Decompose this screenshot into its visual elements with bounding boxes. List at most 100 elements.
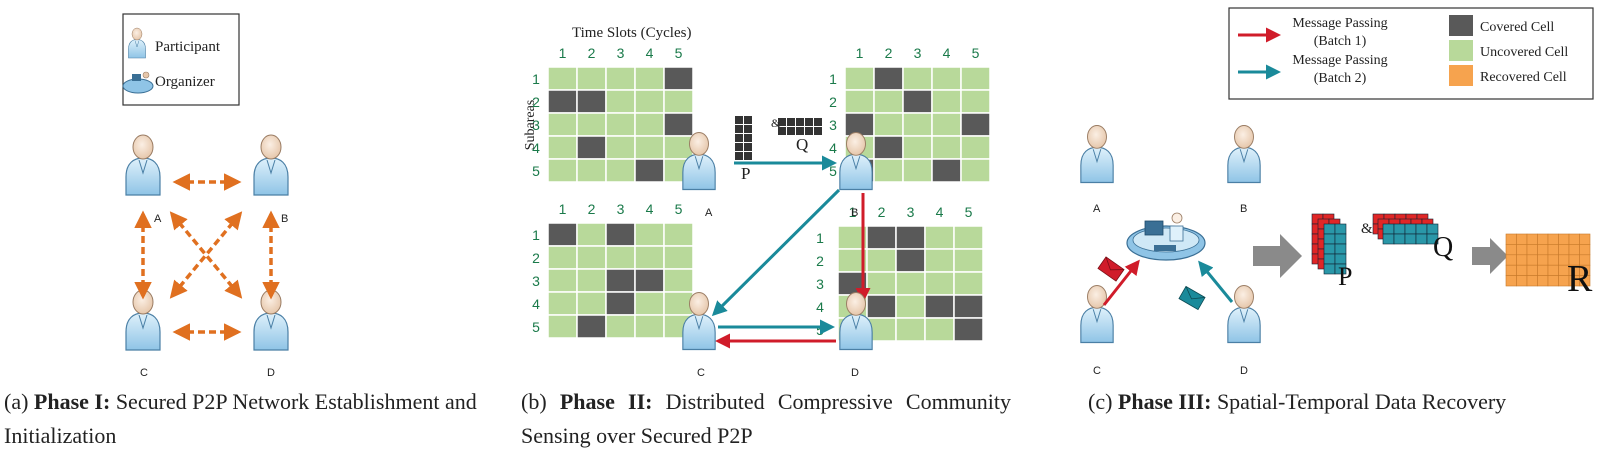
covered-cell	[931, 158, 962, 183]
matrix-p-cell	[735, 125, 743, 133]
phase1-node-c-label: C	[140, 367, 148, 379]
uncovered-cell	[873, 112, 904, 137]
uncovered-cell	[547, 66, 578, 91]
uncovered-cell	[605, 135, 636, 160]
time-slot-label: 5	[675, 45, 683, 61]
phase3-flow-arrow-2	[1472, 238, 1508, 274]
uncovered-cell	[663, 245, 694, 270]
recovered-cell	[1547, 254, 1559, 266]
subarea-label: 3	[816, 276, 824, 292]
recovered-cell	[1526, 233, 1538, 245]
covered-cell	[576, 89, 607, 114]
phase3-participant-b-icon	[1227, 124, 1261, 184]
recovered-cell	[1547, 275, 1559, 287]
recovered-cell	[1526, 264, 1538, 276]
uncovered-cell	[547, 112, 578, 137]
covered-cell	[605, 268, 636, 293]
phase3-participant-a-icon	[1080, 124, 1114, 184]
uncovered-cell	[902, 66, 933, 91]
uncovered-cell	[634, 314, 665, 339]
caption-a-prefix: (a)	[4, 389, 29, 414]
subarea-label: 1	[532, 227, 540, 243]
time-slot-label: 4	[646, 201, 654, 217]
uncovered-cell	[634, 89, 665, 114]
matrix-p-cell	[735, 116, 743, 124]
subarea-label: 5	[816, 322, 824, 338]
uncovered-cell	[605, 112, 636, 137]
matrix-q-cell	[1382, 223, 1395, 235]
matrix-p-cell	[735, 152, 743, 160]
caption-a-bold: Phase I:	[33, 389, 111, 414]
matrix-q-cell	[778, 118, 786, 126]
batch2-envelope-icon	[1178, 285, 1206, 311]
recovered-cell	[1505, 244, 1517, 256]
uncovered-cell	[576, 66, 607, 91]
matrix-p-cell	[1334, 263, 1347, 275]
uncovered-cell	[873, 158, 904, 183]
recovered-cell	[1568, 244, 1580, 256]
subarea-label: 1	[816, 230, 824, 246]
matrix-p-cell	[1323, 253, 1336, 265]
matrix-r-recovered	[1505, 233, 1591, 287]
organizer-legend-icon	[122, 71, 154, 94]
matrix-p-cell	[735, 143, 743, 151]
matrix-q-cell	[778, 127, 786, 135]
time-slot-label: 1	[849, 204, 857, 220]
uncovered-cell	[960, 89, 991, 114]
time-slot-label: 3	[914, 45, 922, 61]
uncovered-cell	[960, 158, 991, 183]
phase2-node-c-label: C	[697, 367, 705, 379]
participant-b-icon	[253, 134, 289, 196]
caption-b-bold: Phase II:	[559, 389, 653, 414]
recovered-cell	[1579, 275, 1591, 287]
matrix-q-cell	[1415, 233, 1428, 245]
matrix-p-cell	[1334, 233, 1347, 245]
subarea-label: 1	[829, 71, 837, 87]
uncovered-cell	[605, 66, 636, 91]
caption-c-bold: Phase III:	[1117, 389, 1212, 414]
time-slots-label: Time Slots (Cycles)	[572, 25, 691, 41]
subarea-label: 4	[829, 140, 837, 156]
matrix-p-cell	[744, 152, 752, 160]
uncovered-cell	[547, 245, 578, 270]
covered-cell-label: Covered Cell	[1480, 20, 1554, 35]
recovered-cell	[1547, 244, 1559, 256]
phase3-flow-arrow-1	[1253, 234, 1302, 278]
uncovered-cell	[663, 135, 694, 160]
matrix-q-cell	[796, 118, 804, 126]
uncovered-cell	[902, 135, 933, 160]
covered-cell	[953, 294, 984, 319]
uncovered-cell	[895, 271, 926, 296]
phase2-q-label: Q	[796, 135, 808, 154]
uncovered-cell	[634, 66, 665, 91]
time-slot-label: 1	[559, 45, 567, 61]
caption-phase2: (b) Phase II: Distributed Compressive Co…	[521, 385, 1011, 453]
covered-cell	[960, 112, 991, 137]
covered-cell	[663, 112, 694, 137]
caption-a-text: Secured P2P Network Establishment and In…	[4, 389, 477, 448]
uncovered-cell	[866, 248, 897, 273]
caption-c-text: Spatial-Temporal Data Recovery	[1216, 389, 1507, 414]
uncovered-cell	[924, 248, 955, 273]
time-slot-label: 2	[588, 201, 596, 217]
caption-b-text: Distributed Compressive Community Sensin…	[521, 389, 1012, 448]
covered-cell	[844, 112, 875, 137]
uncovered-cell	[576, 222, 607, 247]
recovered-cell	[1579, 244, 1591, 256]
covered-cell	[634, 268, 665, 293]
time-slot-label: 2	[878, 204, 886, 220]
time-slot-label: 3	[907, 204, 915, 220]
caption-b-prefix: (b)	[521, 389, 547, 414]
recovered-cell	[1547, 233, 1559, 245]
matrix-q-small	[778, 118, 822, 135]
uncovered-cell	[576, 291, 607, 316]
uncovered-cell	[547, 268, 578, 293]
uncovered-cell	[634, 222, 665, 247]
batch2-legend-line2: (Batch 2)	[1314, 71, 1367, 86]
uncovered-cell-swatch	[1449, 40, 1473, 61]
uncovered-cell	[547, 314, 578, 339]
subarea-label: 5	[532, 319, 540, 335]
phase3-panel: Message Passing (Batch 1) Message Passin…	[1080, 7, 1594, 377]
